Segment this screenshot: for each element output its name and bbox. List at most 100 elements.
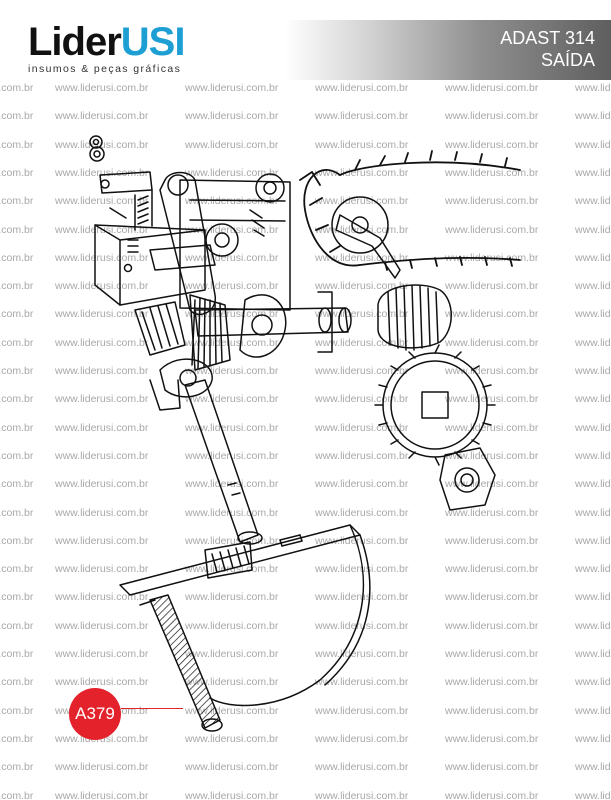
- watermark-text: www.liderusi.com.br: [0, 506, 34, 519]
- watermark-text: www.liderusi.com.br: [445, 223, 539, 236]
- watermark-text: www.liderusi.com.br: [445, 648, 539, 660]
- watermark-text: www.liderusi.com.br: [0, 138, 34, 151]
- watermark-text: www.liderusi.com.br: [55, 82, 149, 94]
- crank-shaft: [149, 358, 263, 545]
- watermark-text: www.liderusi.com.br: [0, 365, 34, 377]
- watermark-text: www.liderusi.com.br: [445, 563, 539, 576]
- watermark-text: www.liderusi.com.br: [0, 534, 34, 547]
- watermark-text: www.liderusi.com.br: [185, 166, 279, 179]
- watermark-text: www.liderusi.com.br: [445, 789, 539, 800]
- drive-shaft: [194, 291, 352, 353]
- part-callout-badge[interactable]: A379: [69, 688, 121, 740]
- watermark-text: www.liderusi.com.br: [0, 308, 34, 321]
- watermark-text: www.liderusi.com.br: [55, 563, 149, 576]
- watermark-text: www.liderusi.com.br: [185, 110, 279, 123]
- watermark-text: www.liderusi.com.br: [445, 110, 539, 123]
- watermark-text: www.liderusi.com.br: [575, 308, 611, 321]
- watermark-text: www.liderusi.com.br: [575, 761, 611, 774]
- watermark-text: www.liderusi.com.br: [315, 365, 409, 377]
- watermark-text: www.liderusi.com.br: [445, 732, 539, 745]
- watermark-text: www.liderusi.com.br: [575, 704, 611, 717]
- guide-rod: [139, 594, 223, 732]
- watermark-text: www.liderusi.com.br: [445, 82, 539, 94]
- watermark-text: www.liderusi.com.br: [575, 393, 611, 406]
- watermark-text: www.liderusi.com.br: [185, 619, 279, 632]
- watermark-text: www.liderusi.com.br: [315, 421, 409, 434]
- logo-wordmark: LiderUSI: [28, 20, 186, 64]
- watermark-text: www.liderusi.com.br: [575, 110, 611, 123]
- watermark-text: www.liderusi.com.br: [445, 676, 539, 689]
- watermark-text: www.liderusi.com.br: [445, 704, 539, 717]
- watermark-layer: www.liderusi.com.br www.liderusi.com.br ww…: [0, 80, 611, 800]
- watermark-text: www.liderusi.com.br: [55, 365, 149, 377]
- watermark-text: www.liderusi.com.br: [185, 591, 279, 604]
- watermark-text: www.liderusi.com.br: [445, 365, 539, 377]
- watermark-text: www.liderusi.com.br: [315, 478, 409, 491]
- watermark-text: www.liderusi.com.br: [575, 421, 611, 434]
- worm-gear: [377, 284, 452, 351]
- watermark-text: www.liderusi.com.br: [55, 308, 149, 321]
- watermark-text: www.liderusi.com.br: [445, 393, 539, 406]
- watermark-text: www.liderusi.com.br: [0, 195, 34, 208]
- watermark-text: www.liderusi.com.br: [315, 591, 409, 604]
- watermark-text: www.liderusi.com.br: [575, 195, 611, 208]
- watermark-text: www.liderusi.com.br: [55, 336, 149, 349]
- sprocket: [331, 196, 401, 279]
- watermark-text: www.liderusi.com.br: [575, 251, 611, 264]
- watermark-text: www.liderusi.com.br: [55, 506, 149, 519]
- frame-plate: [179, 173, 291, 311]
- watermark-text: www.liderusi.com.br: [575, 591, 611, 604]
- watermark-text: www.liderusi.com.br: [315, 280, 409, 293]
- watermark-text: www.liderusi.com.br: [575, 82, 611, 94]
- watermark-text: www.liderusi.com.br: [185, 761, 279, 774]
- watermark-text: www.liderusi.com.br: [445, 449, 539, 462]
- exploded-parts-diagram: [89, 135, 521, 732]
- watermark-text: www.liderusi.com.br: [575, 478, 611, 491]
- watermark-text: www.liderusi.com.br: [575, 166, 611, 179]
- watermark-text: www.liderusi.com.br: [575, 365, 611, 377]
- title-block: ADAST 314 SAÍDA: [500, 27, 595, 71]
- watermark-text: www.liderusi.com.br: [315, 166, 409, 179]
- delivery-tray: [119, 524, 371, 707]
- watermark-text: www.liderusi.com.br: [55, 421, 149, 434]
- watermark-text: www.liderusi.com.br: [0, 393, 34, 406]
- watermark-text: www.liderusi.com.br: [315, 110, 409, 123]
- bevel-gear-small: [134, 301, 186, 356]
- logo-usi-text: USI: [120, 20, 186, 64]
- watermark-text: www.liderusi.com.br: [575, 676, 611, 689]
- watermark-text: www.liderusi.com.br: [0, 280, 34, 293]
- watermark-text: www.liderusi.com.br: [315, 449, 409, 462]
- watermark-text: www.liderusi.com.br: [445, 308, 539, 321]
- spring-washer: [89, 135, 105, 162]
- watermark-text: www.liderusi.com.br: [0, 648, 34, 660]
- watermark-text: www.liderusi.com.br: [315, 336, 409, 349]
- watermark-text: www.liderusi.com.br: [55, 251, 149, 264]
- watermark-text: www.liderusi.com.br: [315, 251, 409, 264]
- watermark-text: www.liderusi.com.br: [55, 789, 149, 800]
- watermark-text: www.liderusi.com.br: [0, 421, 34, 434]
- watermark-text: www.liderusi.com.br: [0, 110, 34, 123]
- bevel-gear-large: [189, 294, 231, 371]
- watermark-text: www.liderusi.com.br: [315, 704, 409, 717]
- watermark-text: www.liderusi.com.br: [0, 336, 34, 349]
- watermark-text: www.liderusi.com.br: [185, 421, 279, 434]
- watermark-text: www.liderusi.com.br: [445, 506, 539, 519]
- machine-title: ADAST 314: [500, 28, 595, 48]
- watermark-text: www.liderusi.com.br: [0, 449, 34, 462]
- watermark-text: www.liderusi.com.br: [445, 280, 539, 293]
- watermark-text: www.liderusi.com.br: [0, 478, 34, 491]
- callout-leader-line: [121, 708, 183, 709]
- watermark-text: www.liderusi.com.br: [315, 648, 409, 660]
- watermark-text: www.liderusi.com.br: [55, 166, 149, 179]
- watermark-text: www.liderusi.com.br: [315, 223, 409, 236]
- watermark-text: www.liderusi.com.br: [55, 591, 149, 604]
- watermark-text: www.liderusi.com.br: [575, 789, 611, 800]
- watermark-text: www.liderusi.com.br: [0, 251, 34, 264]
- watermark-text: www.liderusi.com.br: [0, 82, 34, 94]
- watermark-text: www.liderusi.com.br: [575, 449, 611, 462]
- watermark-text: www.liderusi.com.br: [55, 534, 149, 547]
- watermark-text: www.liderusi.com.br: [445, 195, 539, 208]
- watermark-text: www.liderusi.com.br: [185, 506, 279, 519]
- watermark-text: www.liderusi.com.br: [315, 138, 409, 151]
- roller-chain: [299, 150, 521, 271]
